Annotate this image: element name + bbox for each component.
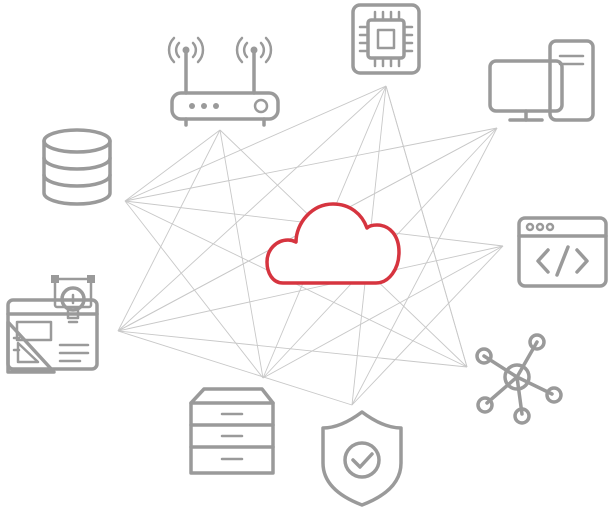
link-design-code <box>117 245 504 332</box>
link-database-chip <box>124 85 387 202</box>
link-database-computer <box>124 127 498 202</box>
link-computer-security <box>351 127 498 406</box>
link-design-chip <box>117 85 387 332</box>
server-rack-icon <box>189 387 275 475</box>
cloud-icon <box>265 202 401 285</box>
link-network-chip <box>385 85 468 368</box>
database-icon <box>42 128 112 206</box>
link-database-server <box>124 200 264 379</box>
desktop-computer-icon <box>488 39 595 122</box>
link-code-server <box>262 245 504 379</box>
code-window-icon <box>517 216 608 288</box>
network-hub-icon <box>475 333 563 425</box>
link-security-design <box>117 330 353 406</box>
link-design-network <box>117 330 468 368</box>
cpu-chip-icon <box>351 3 421 75</box>
link-router-server <box>219 129 264 379</box>
web-design-icon <box>6 275 99 374</box>
security-shield-icon <box>321 410 403 507</box>
link-code-security <box>351 245 504 406</box>
link-design-router <box>117 129 221 332</box>
link-database-router <box>124 129 221 202</box>
wifi-router-icon <box>167 36 280 127</box>
